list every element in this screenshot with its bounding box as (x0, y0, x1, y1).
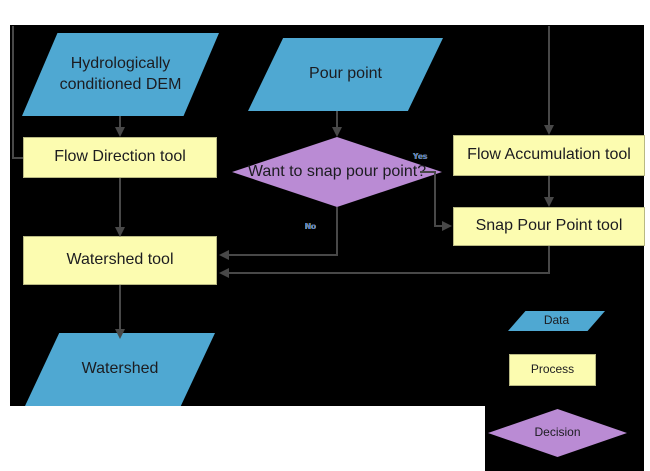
node-flow-accumulation-tool[interactable]: Flow Accumulation tool (453, 135, 645, 176)
node-hydrologically-conditioned-dem[interactable]: Hydrologically conditioned DEM (22, 33, 219, 116)
node-label: Snap Pour Point tool (475, 217, 623, 235)
legend-label: Process (530, 362, 575, 377)
legend-item-decision: Decision (488, 409, 627, 457)
node-snap-pour-point-tool[interactable]: Snap Pour Point tool (453, 207, 645, 246)
data-shape-fill (508, 311, 605, 331)
node-label: Hydrologically conditioned DEM (59, 55, 182, 93)
node-label: Watershed (81, 360, 159, 378)
data-shape-fill (25, 333, 215, 406)
node-snap-decision[interactable]: Want to snap pour point? (232, 137, 442, 207)
node-pour-point[interactable]: Pour point (248, 38, 443, 111)
legend-label: Decision (534, 425, 581, 440)
edge-label-yes: Yes (413, 152, 428, 161)
node-label: Watershed tool (66, 251, 174, 269)
node-label: Want to snap pour point? (247, 162, 427, 180)
legend-item-process: Process (509, 354, 596, 386)
node-flow-direction-tool[interactable]: Flow Direction tool (23, 137, 217, 178)
node-watershed-output[interactable]: Watershed (25, 333, 215, 406)
data-shape-fill (22, 33, 219, 116)
legend-label: Data (543, 313, 570, 328)
legend-item-data: Data (508, 311, 605, 331)
node-label: Pour point (309, 65, 382, 83)
data-shape-fill (248, 38, 443, 111)
node-label: Flow Accumulation tool (467, 146, 631, 164)
edge-label-no: No (305, 222, 317, 231)
node-label: Flow Direction tool (54, 148, 186, 166)
node-watershed-tool[interactable]: Watershed tool (23, 236, 217, 285)
